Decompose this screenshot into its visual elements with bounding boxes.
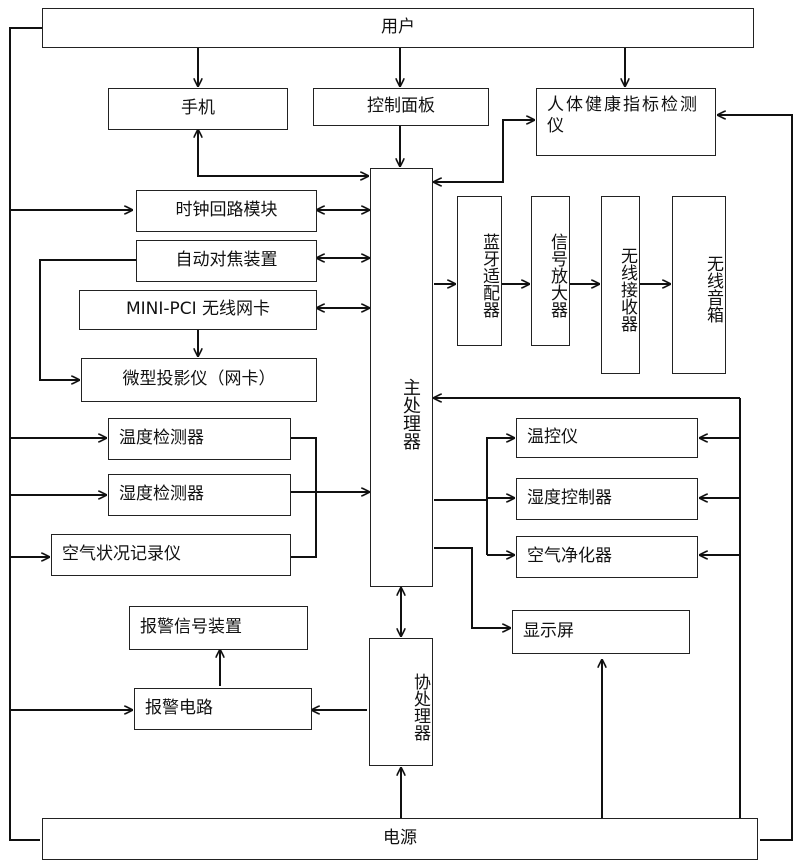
line-temp-join (291, 438, 316, 557)
line-power-left-bus (10, 210, 40, 840)
wireless-speaker-box: 无线音箱 (672, 196, 726, 374)
alarm-signal-box: 报警信号装置 (129, 606, 308, 650)
phone-box: 手机 (108, 88, 288, 130)
health-detector-box: 人体健康指标检测仪 (536, 88, 716, 156)
wireless-card-box: MINI-PCI 无线网卡 (79, 290, 317, 330)
humidity-controller-box: 湿度控制器 (516, 478, 698, 520)
humidity-detector-box: 湿度检测器 (108, 474, 291, 516)
coprocessor-box: 协处理器 (369, 638, 433, 766)
display-box: 显示屏 (512, 610, 690, 654)
bt-adapter-box: 蓝牙适配器 (457, 196, 502, 346)
power-box: 电源 (42, 818, 758, 860)
alarm-circuit-box: 报警电路 (134, 688, 312, 730)
clock-module-box: 时钟回路模块 (136, 190, 317, 232)
line-power-health (718, 115, 792, 840)
main-cpu-box: 主处理器 (370, 168, 433, 587)
signal-amp-box: 信号放大器 (531, 196, 570, 346)
control-panel-box: 控制面板 (313, 88, 489, 126)
thermostat-box: 温控仪 (516, 418, 698, 458)
autofocus-box: 自动对焦装置 (136, 240, 317, 282)
air-purifier-box: 空气净化器 (516, 536, 698, 578)
air-recorder-box: 空气状况记录仪 (51, 534, 291, 576)
arrow-phone-cpu (198, 130, 368, 176)
wireless-receiver-box: 无线接收器 (601, 196, 640, 374)
arrow-cpu-health (434, 120, 534, 182)
arrow-cpu-display (434, 548, 510, 628)
user-box: 用户 (42, 8, 754, 48)
arrow-to-thermostat (487, 438, 514, 555)
projector-box: 微型投影仪（网卡） (81, 358, 317, 402)
temp-detector-box: 温度检测器 (108, 418, 291, 460)
